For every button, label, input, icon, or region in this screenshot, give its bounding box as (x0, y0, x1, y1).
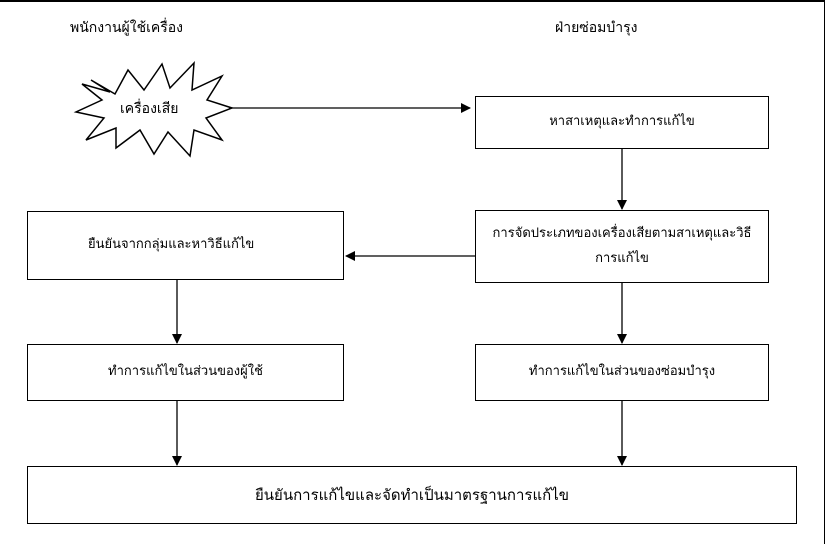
box-find-cause-label: หาสาเหตุและทำการแก้ไข (549, 114, 695, 130)
box-confirm-group: ยืนยันจากกลุ่มและหาวิธีแก้ไข (27, 211, 344, 280)
breakdown-burst-shape (73, 60, 235, 158)
box-confirm-group-label: ยืนยันจากกลุ่มและหาวิธีแก้ไข (88, 237, 255, 253)
top-border (0, 0, 825, 2)
box-standardize: ยืนยันการแก้ไขและจัดทำเป็นมาตรฐานการแก้ไ… (27, 466, 797, 524)
box-fix-user-label: ทำการแก้ไขในส่วนของผู้ใช้ (108, 364, 263, 380)
box-find-cause: หาสาเหตุและทำการแก้ไข (475, 96, 769, 149)
box-classify-label: การจัดประเภทของเครื่องเสียตามสาเหตุและวิ… (492, 225, 752, 266)
breakdown-burst-label: เครื่องเสีย (120, 101, 179, 117)
box-fix-maintenance-label: ทำการแก้ไขในส่วนของซ่อมบำรุง (528, 364, 716, 380)
box-fix-user: ทำการแก้ไขในส่วนของผู้ใช้ (27, 344, 344, 401)
box-fix-maintenance: ทำการแก้ไขในส่วนของซ่อมบำรุง (475, 344, 769, 401)
header-user-staff: พนักงานผู้ใช้เครื่อง (70, 20, 183, 36)
box-standardize-label: ยืนยันการแก้ไขและจัดทำเป็นมาตรฐานการแก้ไ… (254, 485, 570, 504)
header-maintenance: ฝ่ายซ่อมบำรุง (555, 20, 638, 36)
box-classify: การจัดประเภทของเครื่องเสียตามสาเหตุและวิ… (475, 210, 769, 283)
